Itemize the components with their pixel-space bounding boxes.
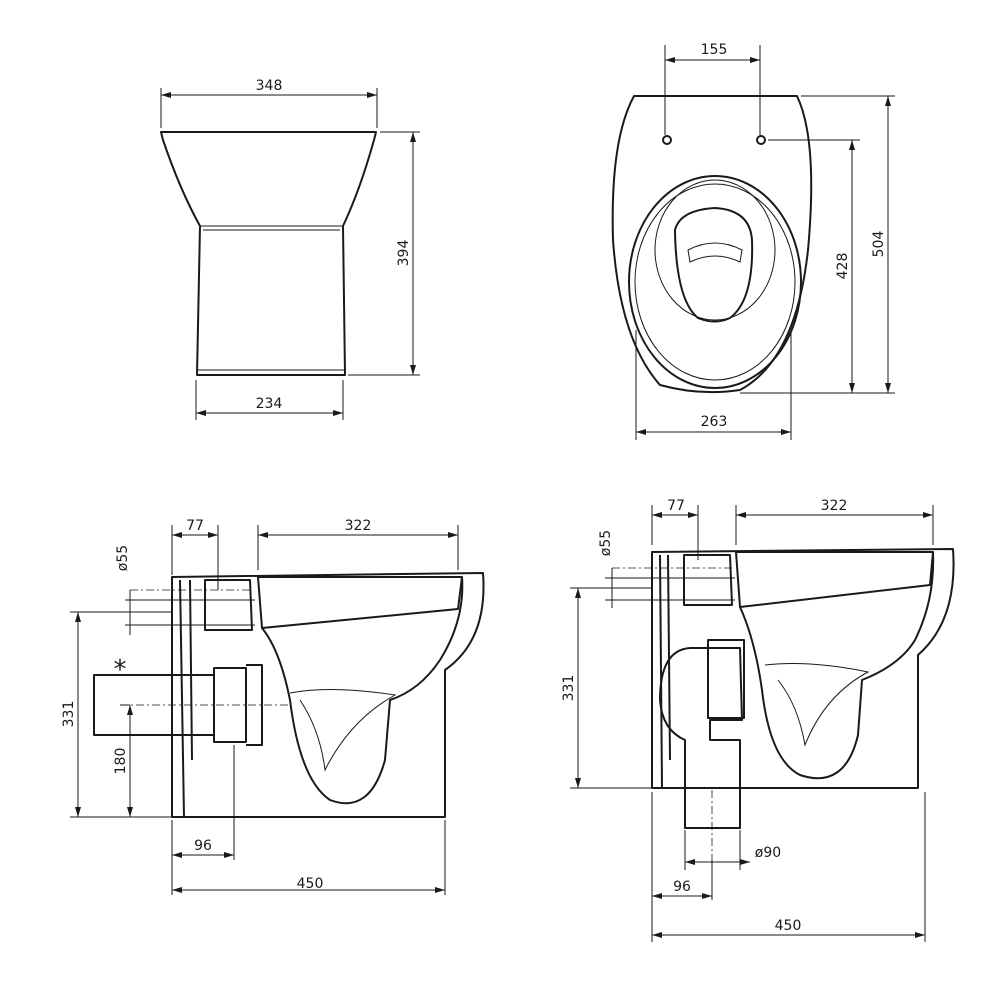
dim-inlet-height: 331 (561, 675, 577, 702)
dim-bowl-opening: 322 (345, 518, 372, 534)
dim-width-top: 348 (256, 78, 283, 94)
top-view: 155 504 428 263 (611, 42, 895, 440)
side-view-vertical-outlet: 77 322 ø55 331 ø90 96 450 (561, 498, 955, 942)
dim-outlet-diameter: ø90 (755, 845, 781, 861)
dim-length: 504 (871, 231, 887, 258)
dim-hinge-spacing: 155 (701, 42, 728, 58)
dim-outlet-height: 180 (113, 748, 129, 775)
dim-rear-to-inlet: 77 (186, 518, 204, 534)
note-asterisk: * (114, 655, 127, 685)
dim-height: 394 (396, 240, 412, 267)
dim-outlet-offset: 96 (194, 838, 212, 854)
dim-width-base: 234 (256, 396, 283, 412)
side-view-horizontal-outlet: 77 322 ø55 331 180 96 450 * (61, 518, 485, 895)
dim-depth: 450 (775, 918, 802, 934)
dim-depth: 450 (297, 876, 324, 892)
dim-outlet-offset: 96 (673, 879, 691, 895)
dim-bowl-opening: 322 (821, 498, 848, 514)
dim-hinge-to-front: 428 (835, 253, 851, 280)
dim-inlet-diameter: ø55 (598, 530, 614, 556)
front-view: 348 394 234 (160, 78, 420, 420)
dim-inlet-height: 331 (61, 701, 77, 728)
dim-inlet-diameter: ø55 (115, 545, 131, 571)
dim-width: 263 (701, 414, 728, 430)
dim-rear-to-inlet: 77 (667, 498, 685, 514)
